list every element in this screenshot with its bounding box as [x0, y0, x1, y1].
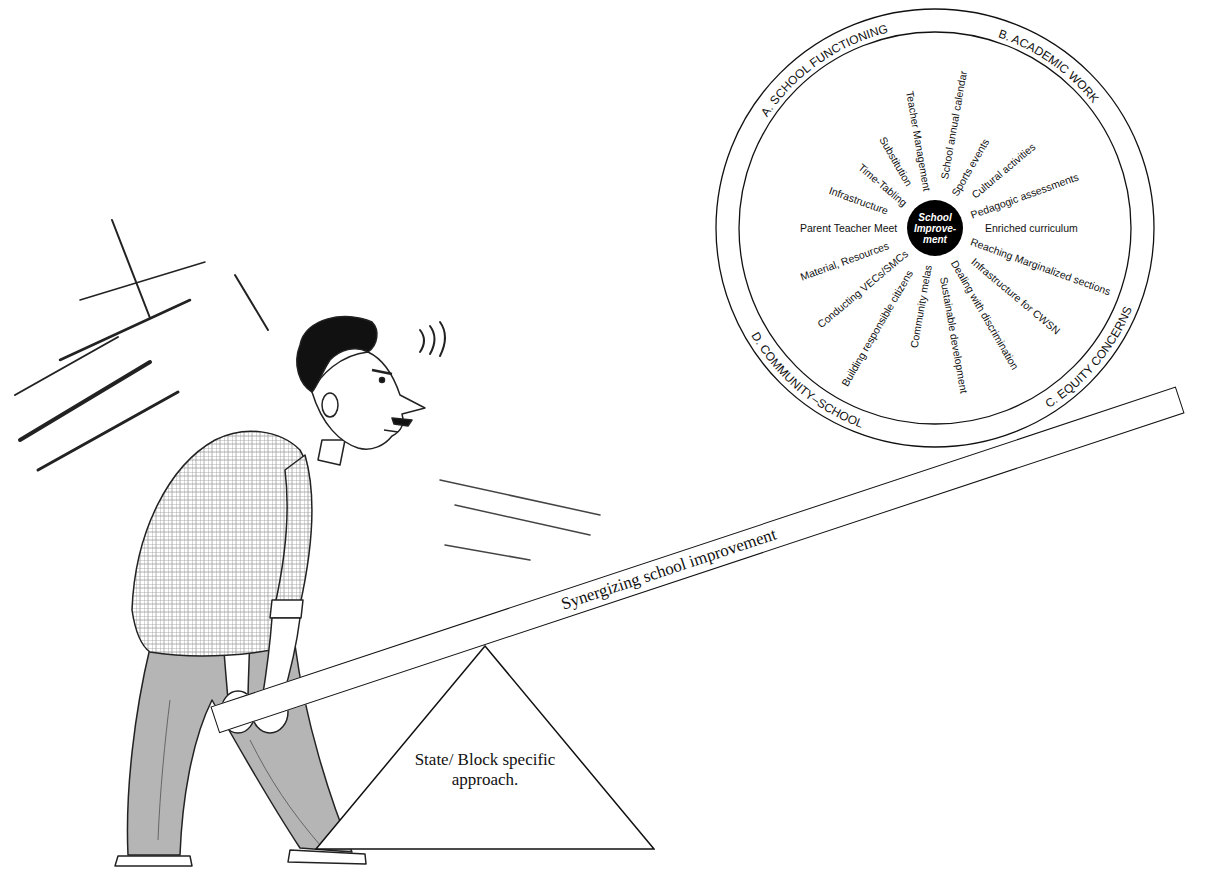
strain-line: [20, 362, 150, 440]
face: [312, 352, 425, 449]
motion-line: [440, 480, 600, 515]
hair: [297, 317, 377, 392]
plank-text: Synergizing school improvement: [559, 524, 779, 614]
shake-mark: [440, 322, 445, 356]
strain-line: [112, 220, 150, 318]
strain-line: [235, 275, 268, 330]
strain-line: [60, 300, 190, 360]
shake-marks: [420, 322, 445, 356]
ear: [322, 393, 338, 417]
quadrant-heading-line: B. ACADEMIC WORK: [997, 27, 1102, 106]
triangle-outline: [315, 645, 655, 850]
spoke-label: Enriched curriculum: [985, 222, 1078, 234]
strain-line: [38, 392, 178, 470]
hub-text: School Improve- ment: [910, 212, 960, 245]
quadrant-heading: B. ACADEMIC WORK: [997, 27, 1102, 106]
quadrant-circle: A. SCHOOL FUNCTIONING B. ACADEMIC WORK C. …: [715, 8, 1155, 448]
motion-lines: [440, 480, 600, 560]
inner-ring: [739, 32, 1131, 424]
shake-mark: [430, 326, 435, 354]
sleeve: [275, 455, 312, 605]
triangle-text-area: State/ Block specific approach.: [410, 750, 560, 790]
spoke-label: Parent Teacher Meet: [800, 222, 897, 234]
lever-plank: Synergizing school improvement: [211, 387, 1185, 734]
quadrant-heading: C. EQUITY CONCERNS: [1043, 304, 1135, 410]
triangle-text: State/ Block specific approach.: [410, 750, 560, 790]
strain-lines: [15, 220, 268, 470]
triangle-shape: [316, 646, 654, 849]
quadrant-heading-line: A. SCHOOL FUNCTIONING: [758, 22, 889, 119]
strain-line: [15, 337, 118, 395]
cuff: [270, 600, 303, 618]
outer-ring: [716, 9, 1154, 447]
quadrant-heading-line: C. EQUITY CONCERNS: [1043, 304, 1135, 410]
mustache: [392, 418, 412, 426]
motion-line: [455, 505, 590, 535]
fulcrum-triangle: State/ Block specific approach.: [315, 645, 655, 850]
eye: [380, 378, 385, 383]
shake-mark: [420, 330, 424, 352]
neck: [318, 440, 345, 465]
strain-line: [80, 262, 205, 300]
motion-line: [445, 545, 530, 560]
sandal: [115, 856, 192, 866]
eyebrow: [372, 370, 392, 374]
sandal: [288, 850, 366, 864]
hub-circle: School Improve- ment: [907, 200, 963, 256]
quadrant-heading: A. SCHOOL FUNCTIONING: [758, 22, 889, 119]
mouth: [384, 430, 398, 432]
